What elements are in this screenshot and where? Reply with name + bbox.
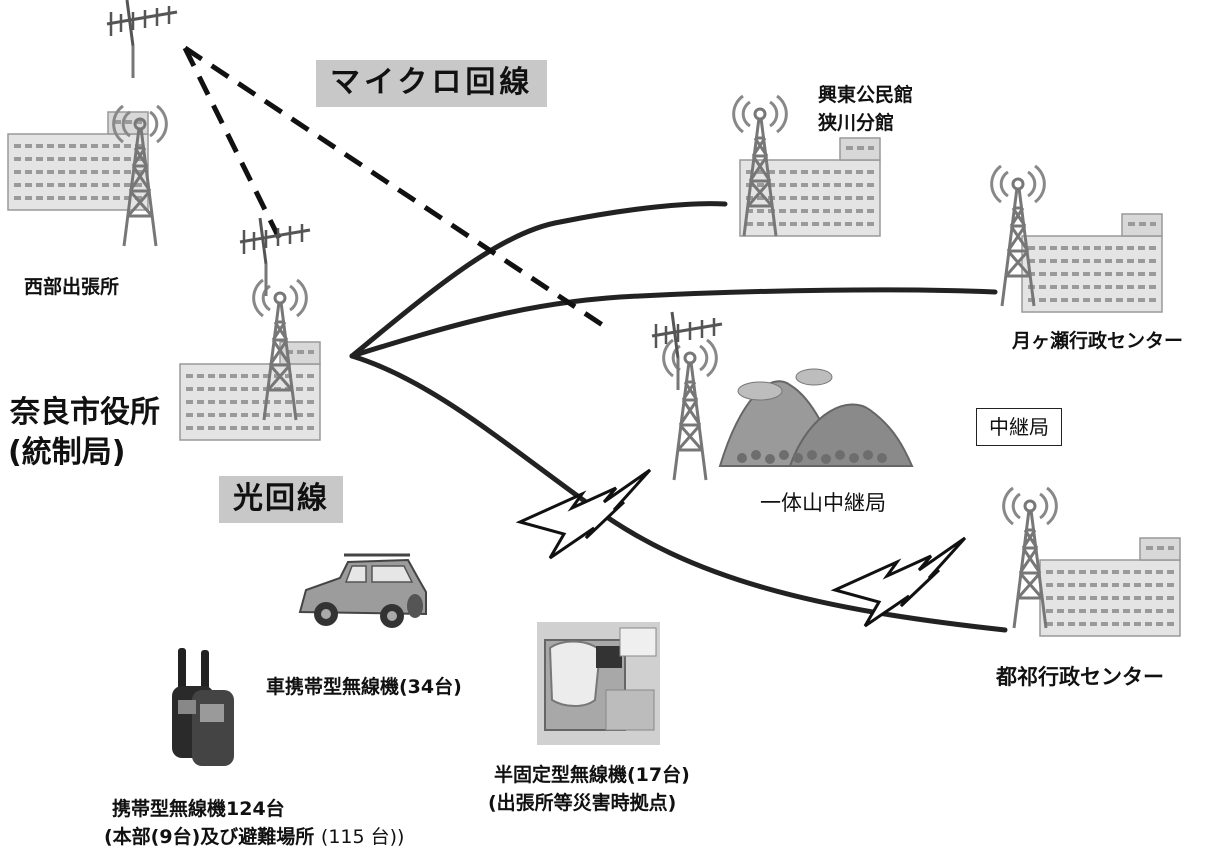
seibu-office-label: 西部出張所: [24, 276, 120, 298]
mountain-right: [788, 403, 914, 467]
ittaisan-relay-label: 一体山中継局: [760, 491, 886, 515]
site-tsukigase: [990, 164, 1164, 314]
fiber-line-tsukigase: [349, 287, 998, 359]
radio-link-bolt-right: [833, 536, 967, 628]
tsukigase-label: 月ヶ瀬行政センター: [1012, 330, 1184, 352]
semi-fixed-radio-image: [537, 622, 660, 745]
site-city-hall: [178, 216, 322, 442]
site-tsuge: [1002, 486, 1182, 638]
fiber-lines: [349, 201, 1008, 633]
portable-radio-label-line1: 携帯型無線機124台: [112, 798, 285, 820]
microwave-line-hq: [182, 46, 283, 242]
portable-radio-label-main: (本部(9台)及び避難場所: [104, 826, 315, 848]
relay-station-box: 中継局: [976, 408, 1062, 446]
kouto-label-line1: 興東公民館: [818, 84, 914, 106]
semi-fixed-radio-label-line2: (出張所等災害時拠点): [488, 792, 677, 814]
city-hall-label-line1: 奈良市役所: [10, 395, 160, 430]
fiber-link-label: 光回線: [219, 476, 343, 523]
tsuge-label: 都祁行政センター: [996, 665, 1164, 689]
microwave-line-ittaisan: [183, 45, 612, 333]
vehicle-radio-label: 車携帯型無線機(34台): [266, 676, 462, 698]
semi-fixed-radio-label-line1: 半固定型無線機(17台): [494, 764, 690, 786]
radio-link-bolt-left: [518, 468, 652, 560]
city-hall-label-line2: (統制局): [8, 435, 126, 470]
portable-radio-label-line2: (本部(9台)及び避難場所 (115 台)): [104, 826, 404, 850]
microwave-lines: [182, 45, 612, 333]
vehicle-radio-image: [298, 553, 427, 628]
site-seibu: [6, 0, 179, 248]
portable-radio-image: [172, 648, 234, 766]
microwave-link-label: マイクロ回線: [316, 60, 548, 107]
fiber-line-kouto: [349, 201, 728, 359]
site-ittaisan: [650, 310, 914, 482]
portable-radio-label-count: (115 台)): [320, 826, 405, 848]
kouto-label-line2: 狭川分館: [818, 112, 895, 134]
fiber-line-tsuge: [349, 353, 1008, 633]
